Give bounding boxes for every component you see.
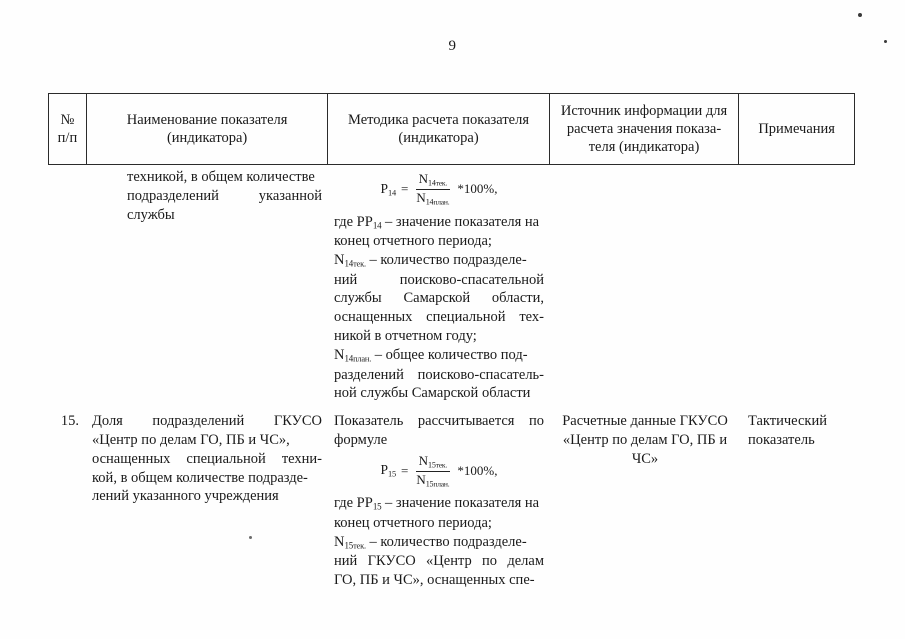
method-lead-in-line1: Показатель рассчитывается по bbox=[334, 413, 544, 429]
explanation-line: разделений поисково-спасатель- bbox=[334, 366, 544, 383]
indicator-name-line1: техникой, в общем количестве bbox=[127, 169, 315, 185]
column-header-number-line2: п/п bbox=[57, 130, 78, 146]
method-cell: P14 = N14тек. N14план. *100%, где PP14 –… bbox=[328, 168, 550, 403]
method-lead-in-line2: формуле bbox=[334, 431, 388, 448]
indicator-name-line5: лений указанного учреждения bbox=[92, 488, 279, 505]
source-cell: Расчетные данные ГКУСО «Центр по делам Г… bbox=[550, 412, 740, 469]
column-header-number: № п/п bbox=[49, 94, 87, 164]
column-header-method-line2: (индикатора) bbox=[398, 130, 479, 146]
explanation-line: где PP14 – значение показателя на bbox=[334, 213, 540, 231]
formula-p15: P15 = N15тек. N15план. *100%, bbox=[334, 453, 544, 489]
explanation-line: конец отчетного периода; bbox=[334, 233, 492, 250]
formula-denominator: N14план. bbox=[416, 189, 450, 207]
explanation-line: N14тек. – количество подразделе- bbox=[334, 251, 527, 269]
explanation-line: где PP15 – значение показателя на bbox=[334, 495, 540, 513]
source-line1: Расчетные данные ГКУСО bbox=[562, 413, 728, 429]
column-header-source-line1: Источник информации для bbox=[560, 102, 728, 119]
formula-tail: *100%, bbox=[457, 180, 498, 196]
explanation-line: ГО, ПБ и ЧС», оснащенных спе- bbox=[334, 572, 535, 589]
column-header-indicator-name: Наименование показателя (индикатора) bbox=[87, 94, 329, 164]
formula-fraction: N15тек. N15план. bbox=[413, 453, 452, 489]
indicator-name-line1: Доля подразделений ГКУСО bbox=[92, 413, 322, 429]
formula-tail: *100%, bbox=[457, 462, 498, 478]
column-header-source: Источник информации для расчета значения… bbox=[550, 94, 740, 164]
explanation-line: службы Самарской области, bbox=[334, 290, 544, 307]
method-explanation: где PP14 – значение показателя на конец … bbox=[334, 213, 544, 403]
explanation-line: ний поисково-спасательной bbox=[334, 271, 544, 288]
column-header-notes-line1: Примечания bbox=[758, 120, 835, 137]
formula-numerator: N15тек. bbox=[415, 453, 451, 472]
page-number: 9 bbox=[448, 38, 457, 54]
column-header-method: Методика расчета показателя (индикатора) bbox=[328, 94, 550, 164]
notes-cell: Тактический показатель bbox=[740, 412, 855, 450]
explanation-line: ной службы Самарской области bbox=[334, 385, 531, 402]
explanation-line: N14план. – общее количество под- bbox=[334, 346, 528, 364]
indicator-name-line2: «Центр по делам ГО, ПБ и ЧС», bbox=[92, 431, 290, 448]
explanation-line: ний ГКУСО «Центр по делам bbox=[334, 553, 544, 570]
indicator-name-cell: техникой, в общем количестве подразделен… bbox=[86, 168, 328, 225]
column-header-source-line3: теля (индикатора) bbox=[588, 139, 700, 156]
formula-lhs: P14 bbox=[380, 180, 396, 198]
source-line3: ЧС» bbox=[631, 450, 659, 467]
table-row: 15. Доля подразделений ГКУСО «Центр по д… bbox=[48, 412, 855, 590]
explanation-line: никой в отчетном году; bbox=[334, 328, 477, 345]
scan-speck-icon bbox=[884, 40, 887, 43]
indicator-name-cell: Доля подразделений ГКУСО «Центр по делам… bbox=[86, 412, 328, 506]
explanation-line: оснащенных специальной тех- bbox=[334, 309, 544, 326]
formula-equals: = bbox=[400, 462, 409, 478]
formula-lhs: P15 bbox=[380, 462, 396, 479]
table-row: техникой, в общем количестве подразделен… bbox=[48, 168, 855, 403]
table-header-row: № п/п Наименование показателя (индикатор… bbox=[48, 93, 855, 165]
scan-speck-icon bbox=[249, 536, 252, 539]
explanation-line: конец отчетного периода; bbox=[334, 514, 492, 531]
notes-line1: Тактический bbox=[748, 413, 827, 429]
formula-equals: = bbox=[400, 180, 409, 196]
method-cell: Показатель рассчитывается по формуле P15… bbox=[328, 412, 550, 590]
column-header-method-line1: Методика расчета показателя bbox=[348, 111, 530, 128]
formula-p14: P14 = N14тек. N14план. *100%, bbox=[334, 172, 544, 207]
indicator-name-line3: оснащенных специальной техни- bbox=[92, 450, 322, 467]
row-number-cell: 15. bbox=[60, 413, 79, 429]
method-explanation: где PP15 – значение показателя на конец … bbox=[334, 494, 544, 590]
column-header-notes: Примечания bbox=[739, 94, 854, 164]
formula-denominator: N15план. bbox=[416, 471, 450, 488]
column-header-indicator-name-line2: (индикатора) bbox=[166, 130, 248, 146]
explanation-line: N15тек. – количество подразделе- bbox=[334, 533, 527, 551]
column-header-indicator-name-line1: Наименование показателя bbox=[126, 111, 288, 128]
formula-numerator: N14тек. bbox=[415, 172, 451, 190]
notes-line2: показатель bbox=[748, 431, 815, 448]
indicator-name-line4: кой, в общем количестве подразде- bbox=[92, 469, 308, 486]
column-header-source-line2: расчета значения показа- bbox=[566, 120, 722, 137]
indicator-name-line2: подразделений указанной службы bbox=[127, 187, 322, 223]
source-line2: «Центр по делам ГО, ПБ и bbox=[562, 431, 728, 448]
column-header-number-line1: № bbox=[60, 111, 75, 128]
formula-fraction: N14тек. N14план. bbox=[413, 172, 452, 207]
scan-speck-icon bbox=[858, 13, 862, 17]
